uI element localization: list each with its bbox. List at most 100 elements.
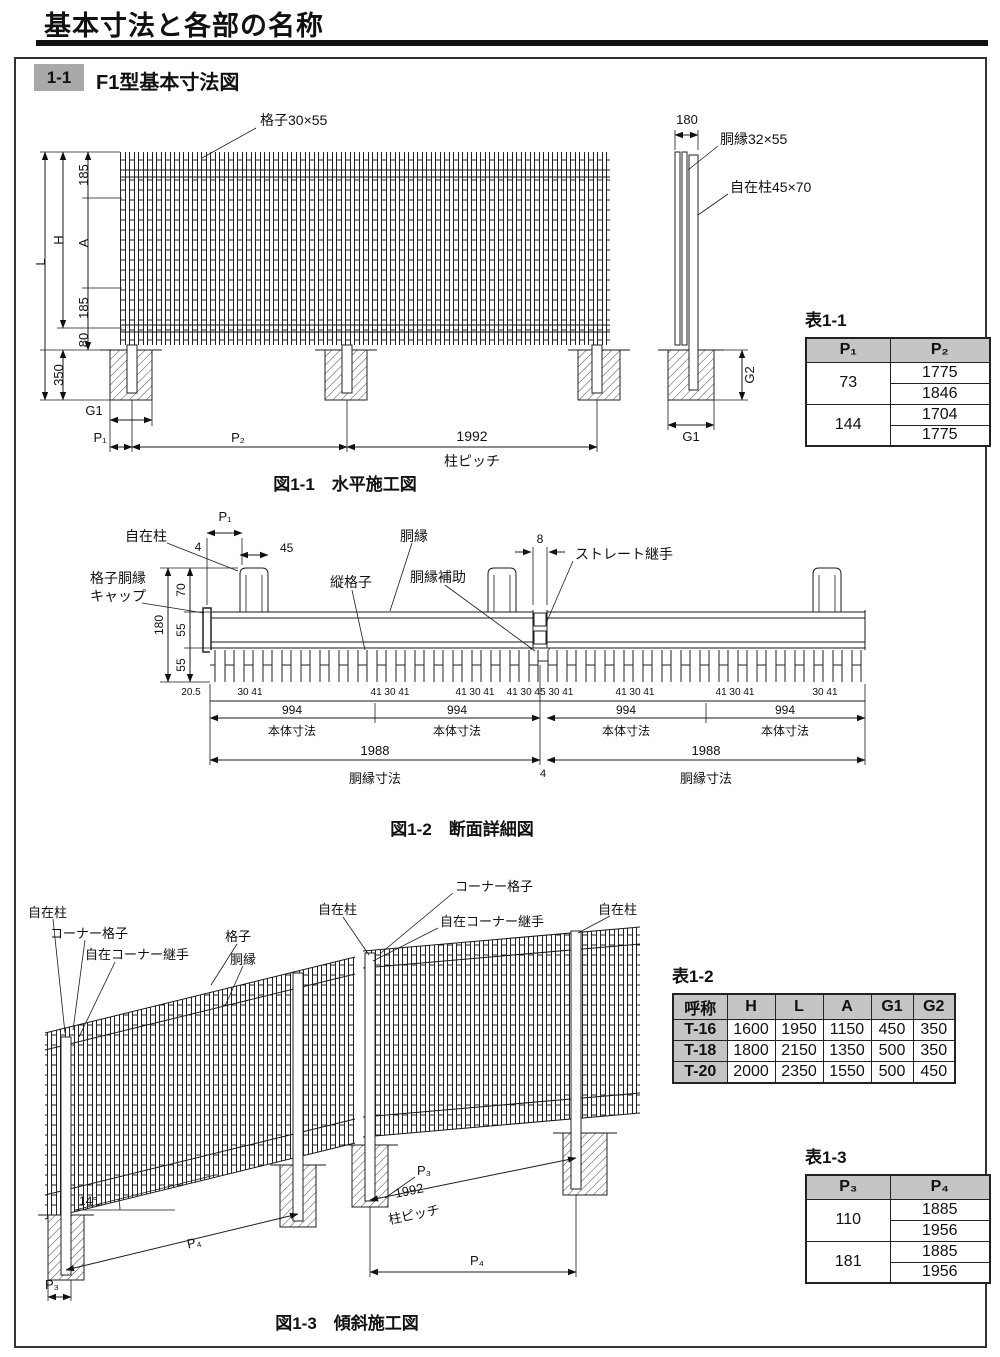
side-view: 180 胴縁32×55 自在柱45×70 G2 G1 xyxy=(658,112,812,444)
cell-a: 1550 xyxy=(822,1061,872,1083)
col-header-g2: G2 xyxy=(912,993,956,1020)
post xyxy=(591,344,603,394)
table-1-1: 表1-1 P₁ P₂ 73 1775 1846 144 1704 1775 xyxy=(805,306,991,447)
slat-sections-band xyxy=(210,650,865,682)
table-1-3-grid: P₃ P₄ 110 1885 1956 181 1885 1956 xyxy=(805,1174,991,1284)
pitch-label: 柱ピッチ xyxy=(444,453,500,469)
dim-1988: 1988 xyxy=(692,743,721,758)
cell-p3: 181 xyxy=(805,1240,891,1284)
dim-p3-lower: P₃ xyxy=(45,1277,59,1292)
straight-joint xyxy=(533,630,547,645)
fence-slats-panel xyxy=(120,152,610,345)
rail-section xyxy=(202,607,866,662)
rail-edge xyxy=(681,151,688,346)
dim-185-bottom: 185 xyxy=(76,297,91,319)
seg-dim: 30 41 xyxy=(812,687,837,698)
leader-line xyxy=(201,127,257,159)
dim-4-bottom: 4 xyxy=(540,768,546,780)
koshi-label: 格子 xyxy=(225,929,251,944)
cell-a: 1350 xyxy=(822,1040,872,1062)
cell-p3: 110 xyxy=(805,1198,891,1242)
post xyxy=(570,930,582,1190)
cell-l: 2150 xyxy=(774,1040,824,1062)
post xyxy=(292,972,304,1222)
cell-h: 1800 xyxy=(726,1040,776,1062)
jizaibashira-label-right: 自在柱 xyxy=(598,902,637,917)
table-1-2: 表1-2 呼称 H L A G1 G2 T-16 1600 1950 1150 … xyxy=(672,962,956,1084)
cell-g2: 450 xyxy=(912,1061,956,1083)
cell-h: 2000 xyxy=(726,1061,776,1083)
corner-joint-label-mid: 自在コーナー継手 xyxy=(440,914,544,929)
title-rule xyxy=(36,40,988,46)
dim-180: 180 xyxy=(152,615,166,635)
dim-994: 994 xyxy=(616,703,636,717)
footing-hatch xyxy=(562,1132,608,1196)
table-1-1-grid: P₁ P₂ 73 1775 1846 144 1704 1775 xyxy=(805,337,991,447)
post-side xyxy=(688,154,699,391)
dobuchi-label: 胴縁 xyxy=(400,528,428,544)
section-title: F1型基本寸法図 xyxy=(96,72,240,94)
cell-g1: 500 xyxy=(870,1040,914,1062)
cell-p2: 1775 xyxy=(889,424,991,447)
cell-a: 1150 xyxy=(822,1019,872,1041)
dim-1992: 1992 xyxy=(393,1180,424,1200)
cell-p4: 1885 xyxy=(889,1198,991,1221)
seg-dim: 41 30 41 xyxy=(456,687,495,698)
dim-45: 45 xyxy=(280,541,294,555)
section-badge: 1-1 xyxy=(34,64,84,91)
dim-70: 70 xyxy=(174,583,188,597)
cell-p1: 73 xyxy=(805,361,891,405)
post-channel xyxy=(812,567,842,612)
table-row: T-16 1600 1950 1150 450 350 xyxy=(672,1019,956,1041)
seg-dim: 41 30 41 xyxy=(616,687,655,698)
part-labels: 自在柱 格子胴縁 キャップ 縦格子 胴縁 胴縁補助 ストレート継手 xyxy=(90,528,673,652)
col-header-p3: P₃ xyxy=(805,1174,891,1200)
dim-185-top: 185 xyxy=(76,164,91,186)
dim-350: 350 xyxy=(51,364,66,386)
post-channel xyxy=(239,567,269,612)
col-header-p1: P₁ xyxy=(805,337,891,363)
koshi-label: 格子30×55 xyxy=(260,112,328,128)
cell-name: T-20 xyxy=(672,1061,728,1083)
dim-p4-horizontal: P₄ xyxy=(470,1253,484,1268)
dim-55a: 55 xyxy=(174,623,188,637)
col-header-h: H xyxy=(726,993,776,1020)
left-dimension-chain: 185 A H L 185 80 350 xyxy=(33,151,122,401)
dim-180: 180 xyxy=(676,112,698,127)
top-dimensions: P₁ 4 45 8 xyxy=(195,509,565,605)
dim-8: 8 xyxy=(537,532,544,546)
cell-p2: 1704 xyxy=(889,403,991,426)
figure-1-2-caption: 図1-2 断面詳細図 xyxy=(390,819,534,839)
cell-h: 1600 xyxy=(726,1019,776,1041)
part-labels: 自在柱 コーナー格子 自在コーナー継手 格子 胴縁 自在柱 コーナー格子 自在コ… xyxy=(28,879,637,1038)
fence-rails xyxy=(120,169,610,333)
cell-p2: 1775 xyxy=(889,361,991,384)
dim-4-top: 4 xyxy=(195,540,202,554)
col-header-p4: P₄ xyxy=(889,1174,991,1200)
post-channel xyxy=(487,567,517,612)
dim-h: H xyxy=(51,235,66,244)
corner-joint-label-left: 自在コーナー継手 xyxy=(85,947,189,962)
dim-994: 994 xyxy=(775,703,795,717)
cap-label-line2: キャップ xyxy=(90,588,146,604)
seg-dim: 41 30 41 xyxy=(716,687,755,698)
page-title: 基本寸法と各部の名称 xyxy=(44,11,324,41)
cell-g2: 350 xyxy=(912,1040,956,1062)
left-dimensions: 70 55 55 180 xyxy=(152,567,238,683)
content-frame xyxy=(14,57,987,1348)
jizaibashira-label-mid: 自在柱 xyxy=(318,902,357,917)
dim-p4-sloped: P₄ xyxy=(185,1234,202,1252)
fence-front-view xyxy=(100,152,630,401)
col-header-a: A xyxy=(822,993,872,1020)
post xyxy=(126,344,138,394)
dim-p1: P₁ xyxy=(218,509,232,524)
jizaibashira-label-left: 自在柱 xyxy=(28,905,67,920)
figure-1-3-drawing: 自在柱 コーナー格子 自在コーナー継手 格子 胴縁 自在柱 コーナー格子 自在コ… xyxy=(28,879,641,1333)
bottom-dimensions: 20.5 30 41 41 30 41 41 30 41 41 30 45 30… xyxy=(181,665,866,786)
figure-1-2-drawing: P₁ 4 45 8 自在柱 格子胴縁 キャップ 縦格子 胴縁 胴縁補助 ストレー… xyxy=(90,509,866,839)
table-row: T-18 1800 2150 1350 500 350 xyxy=(672,1040,956,1062)
cell-p1: 144 xyxy=(805,403,891,447)
seg-dim: 41 30 45 30 41 xyxy=(507,687,574,698)
dobuchi-label: 胴縁32×55 xyxy=(720,131,788,147)
cell-p4: 1956 xyxy=(889,1261,991,1284)
